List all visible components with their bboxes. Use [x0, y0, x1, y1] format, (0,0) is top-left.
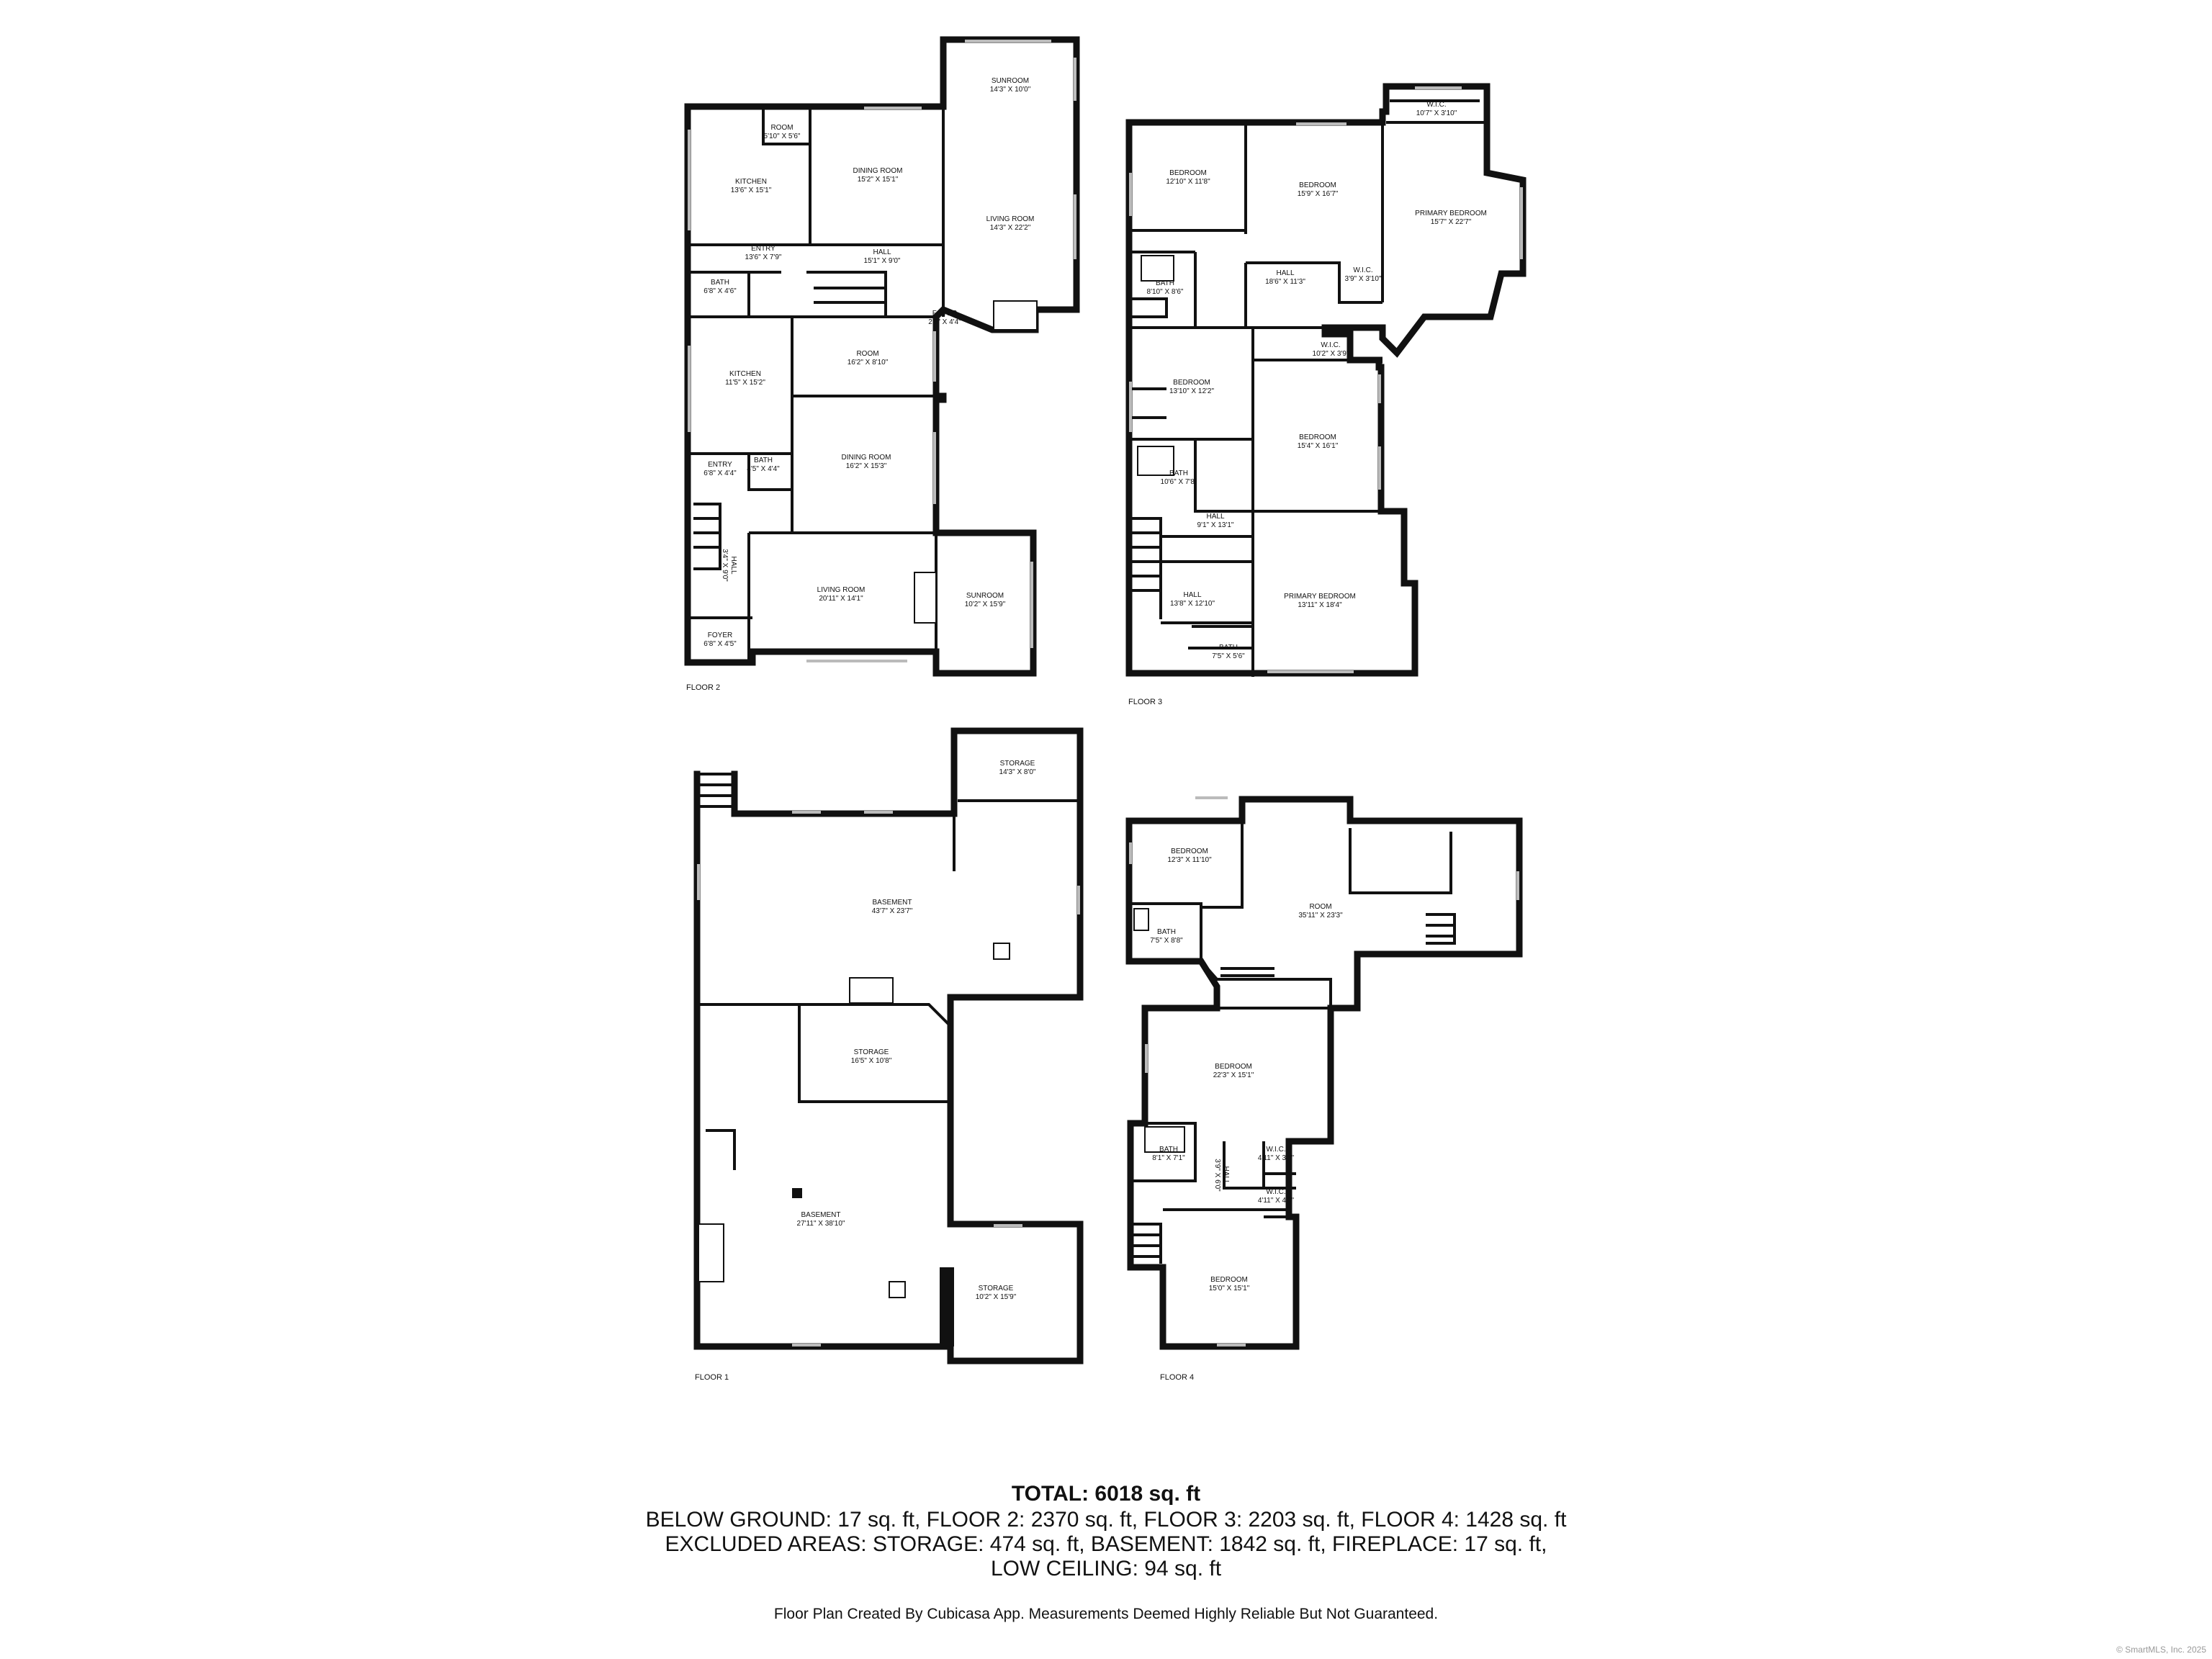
room-label: HALL3'9" X 6'0" [1213, 1159, 1230, 1192]
total-area: TOTAL: 6018 sq. ft [1011, 1482, 1201, 1506]
credit-text: Floor Plan Created By Cubicasa App. Meas… [773, 1606, 1439, 1622]
room-label: HALL3'4" X 9'0" [721, 549, 737, 582]
room-label: W.I.C.4'11" X 4'0" [1258, 1188, 1295, 1205]
room-label: W.I.C.4'11" X 3'8" [1258, 1146, 1295, 1162]
room-label: W.I.C.10'7" X 3'10" [1416, 101, 1457, 117]
room-label: W.I.C.3'9" X 3'10" [1345, 266, 1382, 283]
floor-3-label: FLOOR 3 [1128, 698, 1162, 706]
floor-1-label: FLOOR 1 [695, 1373, 729, 1382]
room-label: W.I.C.10'2" X 3'9" [1313, 341, 1349, 358]
area-breakdown-line: BELOW GROUND: 17 sq. ft, FLOOR 2: 2370 s… [645, 1508, 1567, 1532]
excluded-areas-line: EXCLUDED AREAS: STORAGE: 474 sq. ft, BAS… [665, 1532, 1547, 1556]
low-ceiling-line: LOW CEILING: 94 sq. ft [990, 1557, 1222, 1581]
copyright-text: © SmartMLS, Inc. 2025 [2116, 1645, 2206, 1655]
floor-4-label: FLOOR 4 [1160, 1373, 1194, 1382]
floor-2-label: FLOOR 2 [686, 683, 720, 692]
